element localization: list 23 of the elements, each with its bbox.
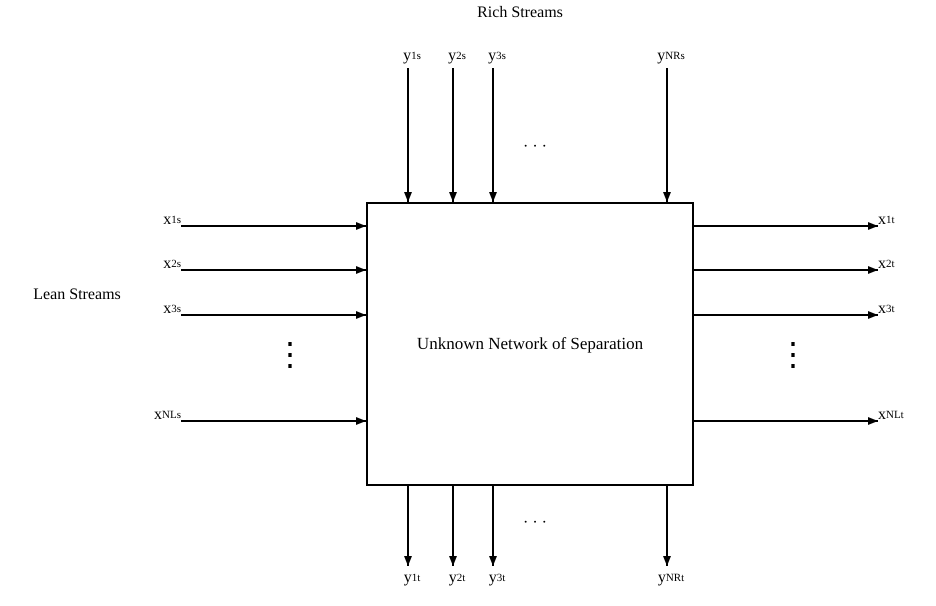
arrow: [694, 417, 878, 425]
process-box: Unknown Network of Separation: [366, 202, 694, 486]
arrow: [449, 68, 457, 202]
arrow: [489, 68, 497, 202]
arrow: [694, 311, 878, 319]
arrow: [489, 486, 497, 566]
arrow: [181, 311, 366, 319]
arrow: [181, 266, 366, 274]
arrow: [404, 68, 412, 202]
group-label: Lean Streams: [32, 286, 122, 304]
group-label: Rich Streams: [476, 4, 564, 22]
arrow: [181, 222, 366, 230]
arrow: [404, 486, 412, 566]
ellipsis: ⋮: [274, 338, 294, 370]
arrow: [449, 486, 457, 566]
arrow: [663, 68, 671, 202]
ellipsis: · · ·: [522, 138, 548, 156]
ellipsis: ⋮: [777, 338, 797, 370]
arrow: [694, 222, 878, 230]
arrow: [694, 266, 878, 274]
arrow: [663, 486, 671, 566]
arrow: [181, 417, 366, 425]
ellipsis: · · ·: [522, 514, 548, 532]
